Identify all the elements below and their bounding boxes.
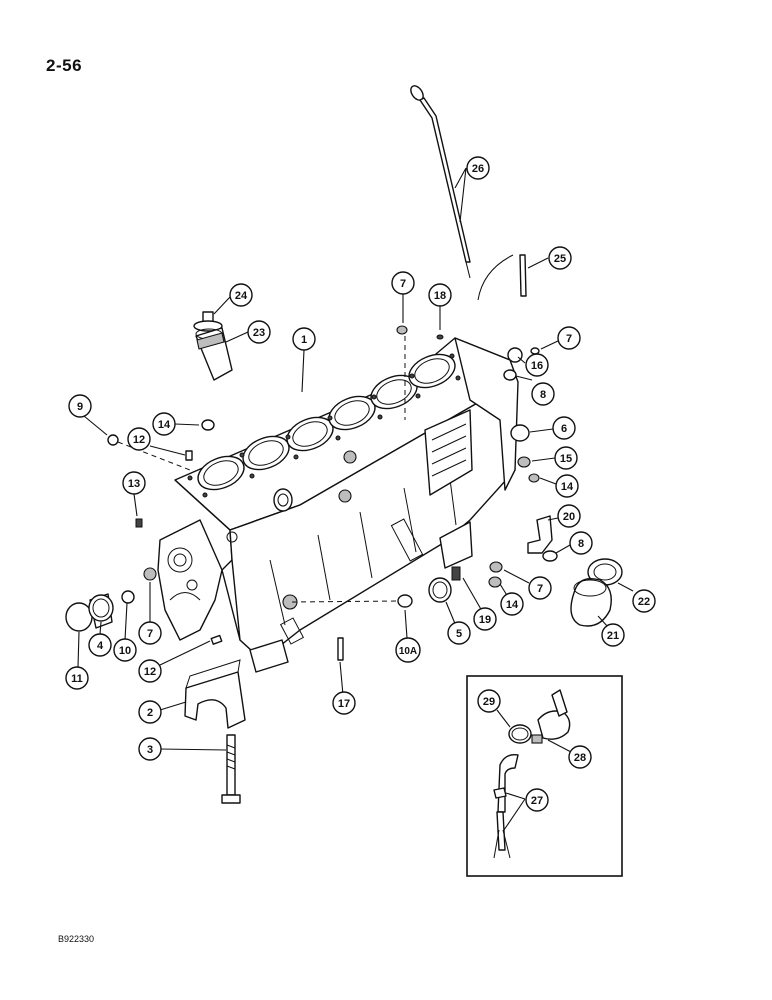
callout-17: 17: [332, 691, 356, 715]
svg-text:22: 22: [638, 596, 650, 608]
figure-code: B922330: [58, 934, 95, 944]
callout-7-top: 7: [391, 271, 415, 295]
callout-8-right: 8: [569, 531, 593, 555]
inset-panel: [466, 675, 623, 877]
svg-text:4: 4: [97, 640, 104, 652]
callout-12-top: 12: [127, 427, 151, 451]
callout-10: 10: [113, 638, 137, 662]
callout-10a: 10A: [395, 637, 421, 663]
svg-text:12: 12: [133, 434, 145, 446]
svg-text:14: 14: [506, 599, 519, 611]
main-bearing-bolt: [221, 734, 241, 804]
svg-text:17: 17: [338, 698, 350, 710]
callout-14-right: 14: [555, 474, 579, 498]
callout-7-lower: 7: [528, 576, 552, 600]
callout-20: 20: [557, 504, 581, 528]
svg-text:8: 8: [540, 389, 546, 401]
callout-16: 16: [525, 353, 549, 377]
callout-6: 6: [552, 416, 576, 440]
svg-text:16: 16: [531, 360, 543, 372]
callout-9: 9: [68, 394, 92, 418]
callout-5: 5: [447, 621, 471, 645]
small-fittings: [65, 325, 623, 661]
svg-text:7: 7: [147, 628, 153, 640]
svg-text:3: 3: [147, 744, 153, 756]
callout-12-lower: 12: [138, 659, 162, 683]
svg-text:27: 27: [531, 795, 543, 807]
svg-text:24: 24: [235, 290, 248, 302]
svg-text:29: 29: [483, 696, 495, 708]
main-bearing-cap: [184, 659, 246, 729]
callout-14-lower: 14: [500, 592, 524, 616]
callout-23: 23: [247, 320, 271, 344]
callout-26: 26: [466, 156, 490, 180]
callout-25: 25: [548, 246, 572, 270]
callout-22: 22: [632, 589, 656, 613]
svg-text:18: 18: [434, 290, 446, 302]
svg-text:10A: 10A: [399, 646, 417, 657]
svg-text:19: 19: [479, 614, 491, 626]
svg-text:7: 7: [400, 278, 406, 290]
installation-dash-lines: [117, 336, 406, 603]
callout-4: 4: [88, 633, 112, 657]
callout-11: 11: [65, 666, 89, 690]
callout-1: 1: [292, 327, 316, 351]
svg-text:11: 11: [71, 673, 83, 685]
svg-text:13: 13: [128, 478, 140, 490]
svg-text:10: 10: [119, 645, 131, 657]
svg-text:14: 14: [561, 481, 574, 493]
callout-27: 27: [525, 788, 549, 812]
callout-18: 18: [428, 283, 452, 307]
callout-29: 29: [477, 689, 501, 713]
svg-text:5: 5: [456, 628, 462, 640]
callout-19: 19: [473, 607, 497, 631]
dipstick-assembly: [410, 85, 527, 301]
svg-text:9: 9: [77, 401, 83, 413]
svg-text:7: 7: [566, 333, 572, 345]
block-side-ports: [186, 450, 357, 610]
callout-28: 28: [568, 745, 592, 769]
oil-filler-assembly: [193, 311, 233, 381]
callout-15: 15: [554, 446, 578, 470]
callout-21: 21: [601, 623, 625, 647]
callout-7-front: 7: [138, 621, 162, 645]
callout-13: 13: [122, 471, 146, 495]
svg-text:26: 26: [472, 163, 484, 175]
svg-text:14: 14: [158, 419, 171, 431]
svg-text:8: 8: [578, 538, 584, 550]
svg-text:20: 20: [563, 511, 575, 523]
callout-24: 24: [229, 283, 253, 307]
svg-text:7: 7: [537, 583, 543, 595]
callout-2: 2: [138, 700, 162, 724]
svg-text:21: 21: [607, 630, 619, 642]
svg-text:2: 2: [147, 707, 153, 719]
svg-text:1: 1: [301, 334, 307, 346]
svg-text:15: 15: [560, 453, 572, 465]
page-number: 2-56: [46, 56, 83, 75]
inset-parts: [493, 689, 571, 859]
leader-lines: [77, 167, 634, 831]
callout-14-left: 14: [152, 412, 176, 436]
svg-text:12: 12: [144, 666, 156, 678]
svg-text:6: 6: [561, 423, 567, 435]
svg-text:23: 23: [253, 327, 265, 339]
svg-text:25: 25: [554, 253, 566, 265]
callout-8-top: 8: [531, 382, 555, 406]
cylinder-block: [157, 337, 519, 673]
callout-7-right: 7: [557, 326, 581, 350]
svg-text:28: 28: [574, 752, 586, 764]
callout-3: 3: [138, 737, 162, 761]
